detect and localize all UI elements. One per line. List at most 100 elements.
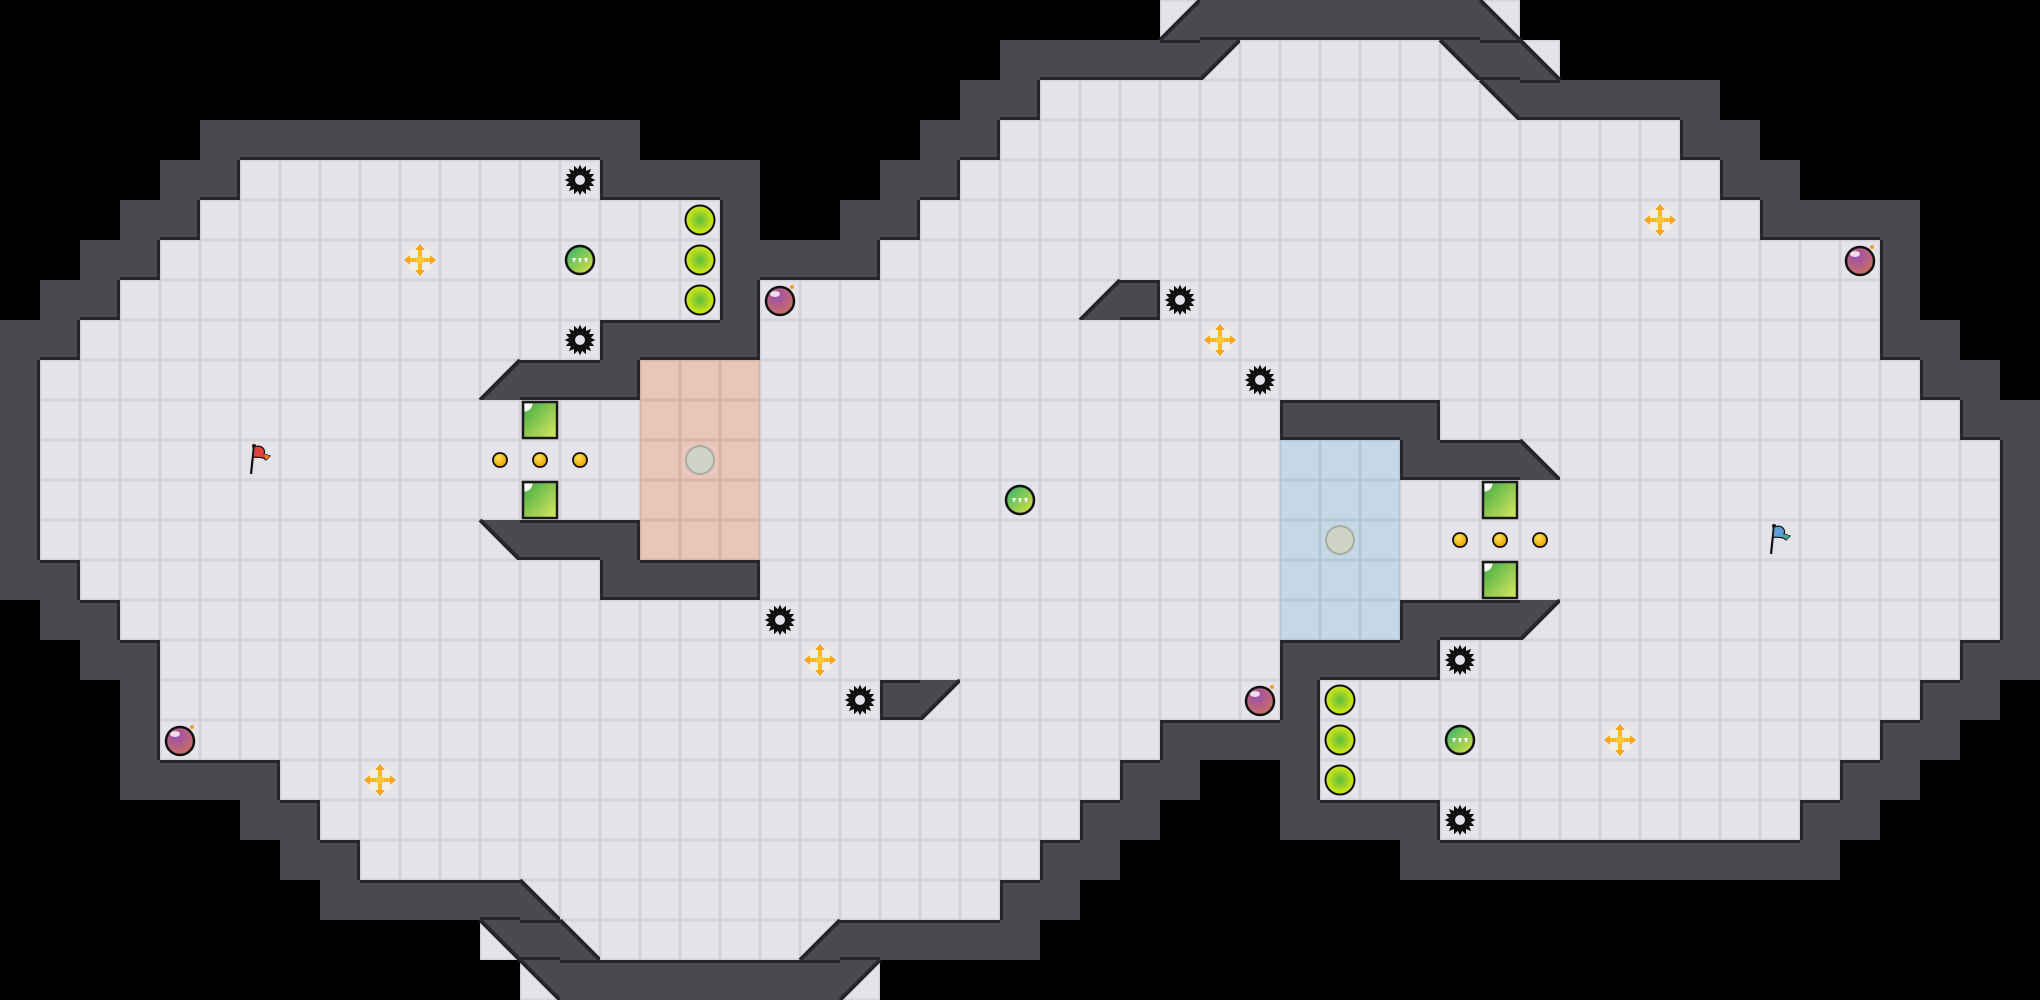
yellow-orb-icon (684, 244, 716, 276)
floor-tile (1600, 600, 1640, 640)
floor-tile (360, 360, 400, 400)
floor-tile (1000, 640, 1040, 680)
floor-tile (1240, 400, 1280, 440)
gold-button-icon[interactable] (1452, 532, 1468, 548)
gold-button-icon[interactable] (492, 452, 508, 468)
floor-tile (1240, 600, 1280, 640)
wall-tile (200, 120, 240, 160)
floor-tile (120, 440, 160, 480)
floor-tile (1080, 400, 1120, 440)
diagonal-wall-tile (518, 958, 562, 1000)
floor-tile (1960, 600, 2000, 640)
wall-tile (1000, 40, 1040, 80)
wall-tile (1720, 160, 1760, 200)
floor-tile (1160, 680, 1200, 720)
wall-tile (1120, 280, 1160, 320)
floor-tile (320, 240, 360, 280)
floor-tile (1840, 520, 1880, 560)
floor-tile (400, 760, 440, 800)
wall-tile (2000, 400, 2040, 440)
floor-tile (1280, 280, 1320, 320)
floor-tile (1600, 400, 1640, 440)
red-endzone-tile (680, 360, 720, 400)
floor-tile (80, 440, 120, 480)
blue-endzone-tile (1360, 520, 1400, 560)
wall-tile (80, 240, 120, 280)
floor-tile (1600, 160, 1640, 200)
floor-tile (280, 680, 320, 720)
floor-tile (1320, 40, 1360, 80)
floor-tile (1160, 200, 1200, 240)
wall-tile (1720, 120, 1760, 160)
green-gate-icon[interactable] (521, 400, 559, 440)
floor-tile (400, 680, 440, 720)
floor-tile (1640, 680, 1680, 720)
floor-tile (760, 320, 800, 360)
floor-tile (1240, 80, 1280, 120)
floor-tile (760, 360, 800, 400)
floor-tile (40, 400, 80, 440)
wall-tile (1800, 800, 1840, 840)
wall-tile (80, 640, 120, 680)
floor-tile (640, 600, 680, 640)
floor-tile (440, 720, 480, 760)
floor-tile (1000, 360, 1040, 400)
floor-tile (480, 240, 520, 280)
floor-tile (560, 560, 600, 600)
floor-tile (1240, 320, 1280, 360)
green-gate-icon[interactable] (1481, 560, 1519, 600)
floor-tile (360, 440, 400, 480)
floor-tile (240, 560, 280, 600)
floor-tile (1720, 560, 1760, 600)
wall-tile (1160, 40, 1200, 80)
floor-tile (1800, 280, 1840, 320)
floor-tile (1200, 480, 1240, 520)
floor-tile (1320, 240, 1360, 280)
floor-tile (800, 440, 840, 480)
spike-icon (1444, 644, 1476, 676)
floor-tile (200, 320, 240, 360)
floor-tile (200, 240, 240, 280)
blue-endzone-tile (1280, 480, 1320, 520)
floor-tile (1440, 480, 1480, 520)
floor-tile (200, 280, 240, 320)
wall-tile (1360, 640, 1400, 680)
wall-tile (680, 960, 720, 1000)
floor-tile (1480, 640, 1520, 680)
floor-tile (920, 520, 960, 560)
floor-tile (120, 320, 160, 360)
floor-tile (800, 680, 840, 720)
floor-tile (840, 320, 880, 360)
gold-button-icon[interactable] (532, 452, 548, 468)
floor-tile (1120, 480, 1160, 520)
floor-tile (440, 240, 480, 280)
green-gate-icon[interactable] (1481, 480, 1519, 520)
gold-button-icon[interactable] (572, 452, 588, 468)
floor-tile (720, 680, 760, 720)
floor-tile (80, 560, 120, 600)
floor-tile (760, 720, 800, 760)
floor-tile (1400, 280, 1440, 320)
floor-tile (240, 160, 280, 200)
gold-button-icon[interactable] (1532, 532, 1548, 548)
floor-tile (1120, 400, 1160, 440)
floor-tile (400, 400, 440, 440)
floor-tile (160, 440, 200, 480)
green-gate-icon[interactable] (521, 480, 559, 520)
floor-tile (1000, 280, 1040, 320)
floor-tile (960, 400, 1000, 440)
floor-tile (640, 640, 680, 680)
floor-tile (1680, 800, 1720, 840)
floor-tile (480, 680, 520, 720)
floor-tile (320, 800, 360, 840)
floor-tile (680, 600, 720, 640)
floor-tile (520, 800, 560, 840)
floor-tile (880, 800, 920, 840)
floor-tile (440, 400, 480, 440)
wall-tile (1440, 440, 1480, 480)
floor-tile (1480, 200, 1520, 240)
gold-button-icon[interactable] (1492, 532, 1508, 548)
floor-tile (360, 160, 400, 200)
floor-tile (760, 400, 800, 440)
floor-tile (600, 280, 640, 320)
